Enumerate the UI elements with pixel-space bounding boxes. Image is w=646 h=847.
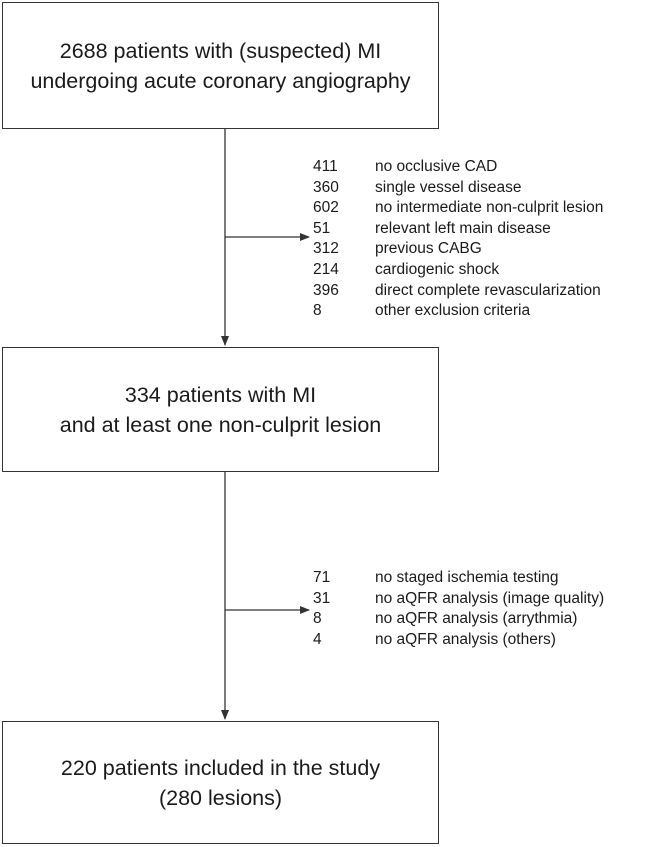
exclusion-reason: previous CABG	[375, 240, 482, 258]
exclusion-row: 8 other exclusion criteria	[313, 301, 603, 322]
exclusion-reason: no aQFR analysis (image quality)	[375, 589, 605, 607]
exclusion-count: 602	[313, 199, 339, 217]
exclusion-row: 8 no aQFR analysis (arrythmia)	[313, 609, 604, 630]
exclusion-count: 8	[313, 302, 322, 320]
exclusion-row: 71 no staged ischemia testing	[313, 568, 604, 589]
exclusion-row: 602 no intermediate non-culprit lesion	[313, 198, 603, 219]
exclusion-reason: no staged ischemia testing	[375, 569, 559, 586]
exclusion-reason: single vessel disease	[375, 178, 522, 196]
enrollment-box: 2688 patients with (suspected) MI underg…	[2, 2, 439, 129]
exclusion-count: 360	[313, 178, 339, 196]
exclusion-count: 51	[313, 219, 331, 237]
exclusion-row: 411 no occlusive CAD	[313, 157, 603, 178]
exclusion-list-2: 71 no staged ischemia testing 31 no aQFR a…	[313, 568, 604, 650]
exclusion-row: 31 no aQFR analysis (image quality)	[313, 589, 604, 610]
exclusion-row: 214 cardiogenic shock	[313, 260, 603, 281]
exclusion-count: 8	[313, 610, 322, 628]
exclusion-row: 312 previous CABG	[313, 239, 603, 260]
exclusion-row: 360 single vessel disease	[313, 178, 603, 199]
exclusion-row: 51 relevant left main disease	[313, 219, 603, 240]
exclusion-reason: cardiogenic shock	[375, 260, 500, 278]
exclusion-reason: no occlusive CAD	[375, 158, 498, 175]
exclusion-row: 396 direct complete revascularization	[313, 281, 603, 302]
exclusion-row: 4 no aQFR analysis (others)	[313, 630, 604, 651]
exclusion-reason: no aQFR analysis (arrythmia)	[375, 610, 578, 628]
enrollment-line-1: 2688 patients with (suspected) MI	[59, 38, 382, 63]
exclusion-reason: no aQFR analysis (others)	[375, 630, 556, 648]
exclusion-count: 71	[313, 569, 331, 586]
eligible-box: 334 patients with MI and at least one no…	[2, 347, 439, 472]
included-box: 220 patients included in the study (280 …	[2, 721, 439, 844]
exclusion-count: 411	[313, 158, 338, 175]
enrollment-line-2: undergoing acute coronary angiography	[30, 68, 411, 93]
included-line-1: 220 patients included in the study	[60, 755, 381, 780]
exclusion-count: 4	[313, 630, 322, 648]
included-line-2: (280 lesions)	[158, 785, 283, 810]
exclusion-list-1: 411 no occlusive CAD 360 single vessel dis…	[313, 157, 603, 322]
eligible-line-1: 334 patients with MI	[124, 382, 317, 407]
exclusion-count: 312	[313, 240, 339, 258]
eligible-line-2: and at least one non-culprit lesion	[59, 412, 382, 437]
exclusion-count: 396	[313, 281, 339, 299]
exclusion-reason: direct complete revascularization	[375, 281, 601, 299]
exclusion-count: 31	[313, 589, 331, 607]
exclusion-reason: other exclusion criteria	[375, 302, 531, 320]
exclusion-reason: no intermediate non-culprit lesion	[375, 199, 604, 217]
exclusion-count: 214	[313, 260, 339, 278]
exclusion-reason: relevant left main disease	[375, 219, 551, 237]
